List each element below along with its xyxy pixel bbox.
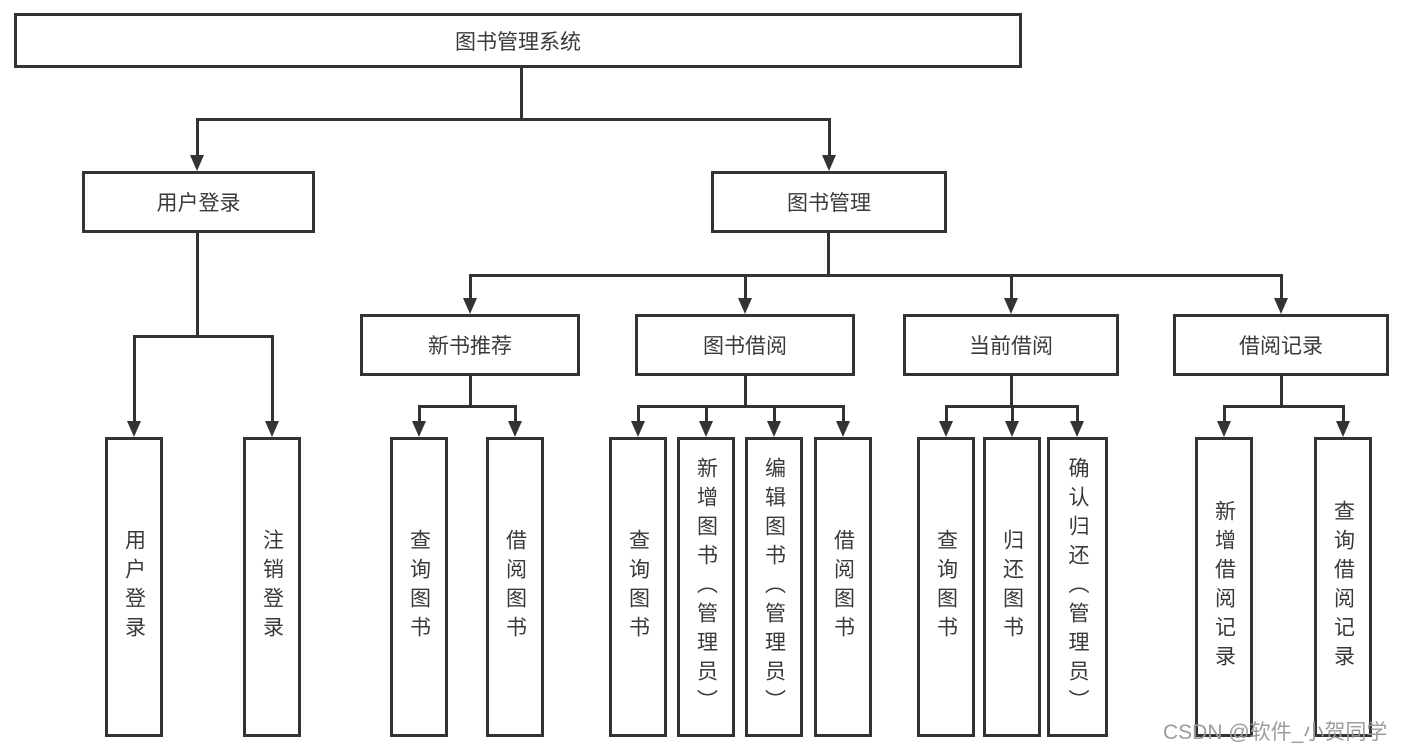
connector-vline	[1010, 376, 1013, 407]
node-query-books-borrow-label: 查询图书	[626, 529, 650, 645]
connector-vline	[1342, 405, 1345, 423]
node-query-books-current: 查询图书	[917, 437, 975, 737]
connector-vline	[1223, 405, 1226, 423]
connector-vline	[828, 118, 831, 157]
arrow-down-icon	[836, 421, 850, 437]
arrow-down-icon	[1274, 298, 1288, 314]
node-borrowing-records: 借阅记录	[1173, 314, 1389, 376]
arrow-down-icon	[631, 421, 645, 437]
connector-vline	[744, 376, 747, 407]
node-book-management-label: 图书管理	[787, 192, 871, 215]
node-current-borrowing-label: 当前借阅	[969, 335, 1053, 358]
node-borrow-books-recommend-label: 借阅图书	[503, 529, 527, 645]
arrow-down-icon	[1336, 421, 1350, 437]
node-add-borrow-record-label: 新增借阅记录	[1212, 500, 1236, 674]
node-book-borrowing-label: 图书借阅	[703, 335, 787, 358]
connector-vline	[1280, 274, 1283, 300]
node-user-login: 用户登录	[82, 171, 315, 233]
node-user-login-label: 用户登录	[156, 192, 241, 215]
connector-vline	[637, 405, 640, 423]
arrow-down-icon	[1070, 421, 1084, 437]
connector-vline	[514, 405, 517, 423]
node-current-borrowing: 当前借阅	[903, 314, 1119, 376]
connector-vline	[196, 233, 199, 336]
connector-vline	[1280, 376, 1283, 407]
node-borrow-books-label: 借阅图书	[831, 529, 855, 645]
connector-vline	[705, 405, 708, 423]
connector-hline	[133, 335, 274, 338]
arrow-down-icon	[190, 155, 204, 171]
node-new-book-recommendation-label: 新书推荐	[428, 335, 512, 358]
connector-vline	[271, 335, 274, 422]
node-login-label: 用户登录	[122, 529, 146, 645]
arrow-down-icon	[412, 421, 426, 437]
node-query-books-recommend-label: 查询图书	[407, 529, 431, 645]
connector-vline	[469, 274, 472, 300]
connector-vline	[773, 405, 776, 423]
arrow-down-icon	[822, 155, 836, 171]
node-login: 用户登录	[105, 437, 163, 737]
arrow-down-icon	[463, 298, 477, 314]
node-confirm-return-admin: 确认归还（管理员）	[1047, 437, 1108, 737]
node-add-books-admin: 新增图书（管理员）	[677, 437, 735, 737]
node-root: 图书管理系统	[14, 13, 1022, 68]
node-query-books-borrow: 查询图书	[609, 437, 667, 737]
connector-vline	[744, 274, 747, 300]
connector-hline	[469, 274, 1283, 277]
connector-vline	[1076, 405, 1079, 423]
arrow-down-icon	[767, 421, 781, 437]
node-edit-books-admin: 编辑图书（管理员）	[745, 437, 803, 737]
node-borrow-books-recommend: 借阅图书	[486, 437, 544, 737]
connector-hline	[196, 118, 831, 121]
node-confirm-return-admin-label: 确认归还（管理员）	[1066, 456, 1089, 718]
connector-vline	[196, 118, 199, 157]
node-query-books-current-label: 查询图书	[934, 529, 958, 645]
connector-vline	[418, 405, 421, 423]
node-borrowing-records-label: 借阅记录	[1239, 335, 1323, 358]
connector-vline	[469, 376, 472, 407]
connector-vline	[520, 68, 523, 118]
connector-hline	[637, 405, 845, 408]
connector-vline	[1010, 274, 1013, 300]
connector-vline	[133, 335, 136, 422]
arrow-down-icon	[127, 421, 141, 437]
connector-vline	[842, 405, 845, 423]
arrow-down-icon	[265, 421, 279, 437]
arrow-down-icon	[1217, 421, 1231, 437]
arrow-down-icon	[699, 421, 713, 437]
connector-vline	[945, 405, 948, 423]
arrow-down-icon	[939, 421, 953, 437]
connector-hline	[418, 405, 517, 408]
node-query-books-recommend: 查询图书	[390, 437, 448, 737]
connector-hline	[1223, 405, 1345, 408]
node-root-label: 图书管理系统	[455, 30, 581, 54]
node-add-books-admin-label: 新增图书（管理员）	[694, 456, 718, 718]
watermark-text: CSDN @软件_小贺同学	[1163, 721, 1388, 744]
node-add-borrow-record: 新增借阅记录	[1195, 437, 1253, 737]
node-edit-books-admin-label: 编辑图书（管理员）	[762, 456, 786, 718]
arrow-down-icon	[1004, 298, 1018, 314]
node-query-borrow-record: 查询借阅记录	[1314, 437, 1372, 737]
node-book-management: 图书管理	[711, 171, 947, 233]
node-logout: 注销登录	[243, 437, 301, 737]
arrow-down-icon	[738, 298, 752, 314]
arrow-down-icon	[1005, 421, 1019, 437]
connector-vline	[1011, 405, 1014, 423]
arrow-down-icon	[508, 421, 522, 437]
node-logout-label: 注销登录	[260, 529, 284, 645]
node-return-books-label: 归还图书	[1000, 529, 1024, 645]
node-new-book-recommendation: 新书推荐	[360, 314, 580, 376]
node-borrow-books: 借阅图书	[814, 437, 872, 737]
node-book-borrowing: 图书借阅	[635, 314, 855, 376]
node-return-books: 归还图书	[983, 437, 1041, 737]
connector-vline	[827, 233, 830, 276]
node-query-borrow-record-label: 查询借阅记录	[1331, 500, 1355, 674]
